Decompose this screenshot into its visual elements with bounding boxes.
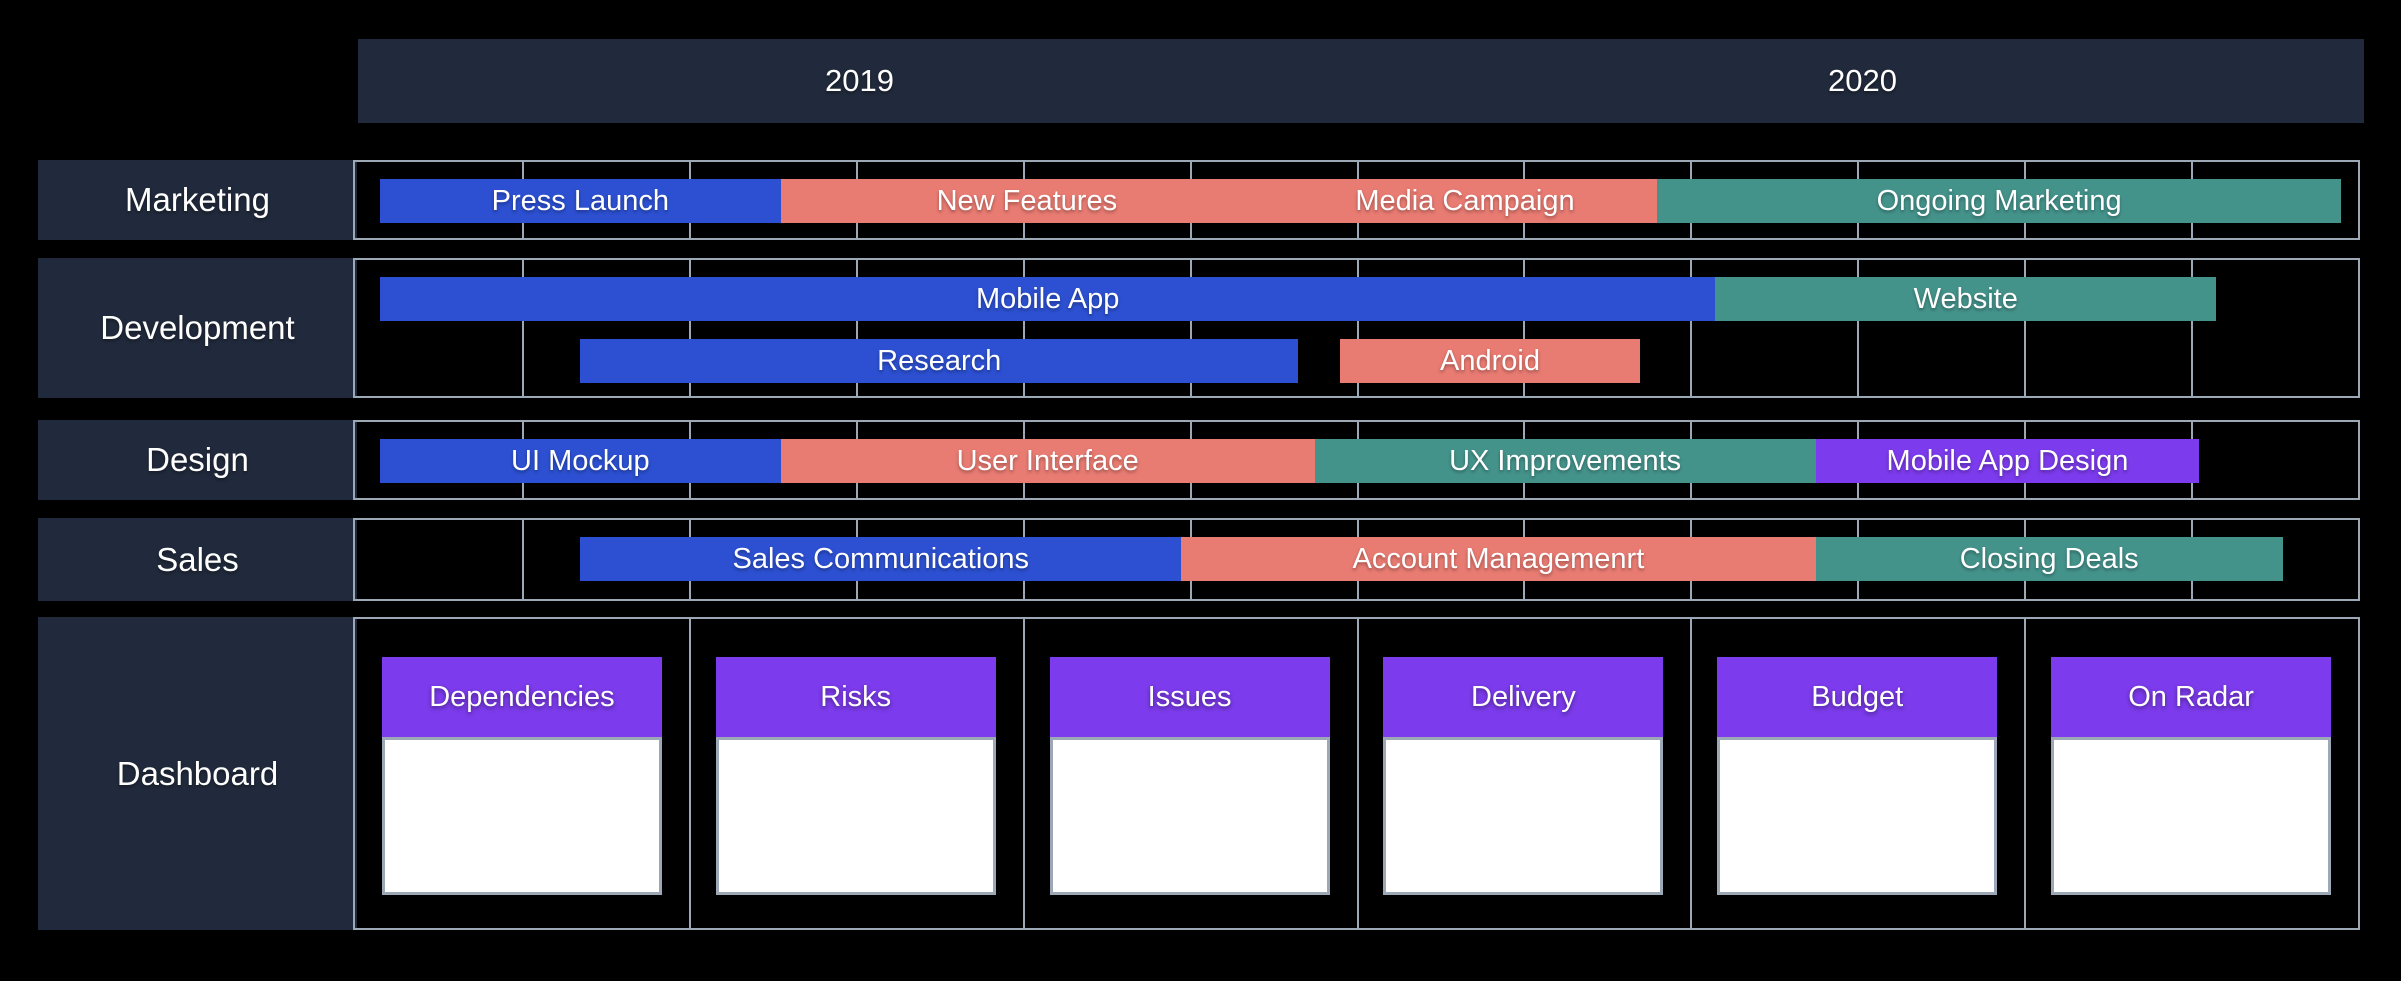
dashboard-panel-body-on-radar[interactable] (2051, 737, 2332, 895)
gridline (1690, 619, 1693, 928)
gridline (521, 260, 524, 396)
gantt-bar-ux-improvements[interactable]: UX Improvements (1314, 439, 1816, 483)
gantt-bar-mobile-app-design[interactable]: Mobile App Design (1815, 439, 2200, 483)
dashboard-panel-title-issues: Issues (1049, 657, 1330, 737)
gantt-bar-user-interface[interactable]: User Interface (780, 439, 1315, 483)
dashboard-panel-risks[interactable]: Risks (715, 657, 996, 895)
gridline (1356, 260, 1359, 396)
dashboard-panel-dependencies[interactable]: Dependencies (381, 657, 662, 895)
gantt-bar-media-campaign[interactable]: Media Campaign (1273, 179, 1657, 223)
gridline (1189, 260, 1192, 396)
row-label-marketing: Marketing (38, 160, 357, 240)
gantt-bar-account-managemenrt[interactable]: Account Managemenrt (1181, 537, 1816, 581)
gridline (2024, 619, 2027, 928)
dashboard-panel-title-delivery: Delivery (1383, 657, 1664, 737)
gridline (1523, 260, 1526, 396)
dashboard-panel-body-issues[interactable] (1049, 737, 1330, 895)
year-label-2020: 2020 (1828, 63, 1897, 98)
dashboard-track: Dependencies Risks Issues Delivery Budget On … (353, 617, 2360, 930)
gridline (2024, 260, 2027, 396)
gridline (1356, 619, 1359, 928)
gantt-bar-ongoing-marketing[interactable]: Ongoing Marketing (1656, 179, 2342, 223)
dashboard-panel-title-budget: Budget (1717, 657, 1998, 737)
dashboard-panel-title-on-radar: On Radar (2051, 657, 2332, 737)
dashboard-panel-title-dependencies: Dependencies (381, 657, 662, 737)
row-label-dashboard: Dashboard (38, 617, 357, 930)
dashboard-panel-body-budget[interactable] (1717, 737, 1998, 895)
row-label-design: Design (38, 420, 357, 500)
gantt-bar-new-features[interactable]: New Features (780, 179, 1274, 223)
dashboard-panel-title-risks: Risks (715, 657, 996, 737)
row-label-development: Development (38, 258, 357, 398)
gridline (1022, 619, 1025, 928)
dashboard-panel-body-delivery[interactable] (1383, 737, 1664, 895)
gantt-bar-ui-mockup[interactable]: UI Mockup (380, 439, 781, 483)
gantt-bar-website[interactable]: Website (1715, 277, 2217, 321)
gridline (1690, 260, 1693, 396)
gantt-bar-mobile-app[interactable]: Mobile App (380, 277, 1716, 321)
dashboard-panel-body-risks[interactable] (715, 737, 996, 895)
row-label-sales: Sales (38, 518, 357, 601)
gridline (855, 260, 858, 396)
gantt-bar-closing-deals[interactable]: Closing Deals (1815, 537, 2283, 581)
gantt-bar-press-launch[interactable]: Press Launch (380, 179, 781, 223)
gantt-bar-research[interactable]: Research (580, 339, 1299, 383)
dashboard-panel-delivery[interactable]: Delivery (1383, 657, 1664, 895)
gridline (688, 619, 691, 928)
timeline-year-header: 2019 2020 (358, 39, 2364, 123)
dashboard-panel-issues[interactable]: Issues (1049, 657, 1330, 895)
dashboard-panel-on-radar[interactable]: On Radar (2051, 657, 2332, 895)
gridline (1022, 260, 1025, 396)
gantt-bar-sales-communications[interactable]: Sales Communications (580, 537, 1182, 581)
gridline (1857, 260, 1860, 396)
year-label-2019: 2019 (825, 63, 894, 98)
gantt-bar-android[interactable]: Android (1339, 339, 1641, 383)
dashboard-panel-body-dependencies[interactable] (381, 737, 662, 895)
dashboard-panel-budget[interactable]: Budget (1717, 657, 1998, 895)
gridline (688, 260, 691, 396)
gridline (2191, 260, 2194, 396)
gridline (521, 520, 524, 599)
